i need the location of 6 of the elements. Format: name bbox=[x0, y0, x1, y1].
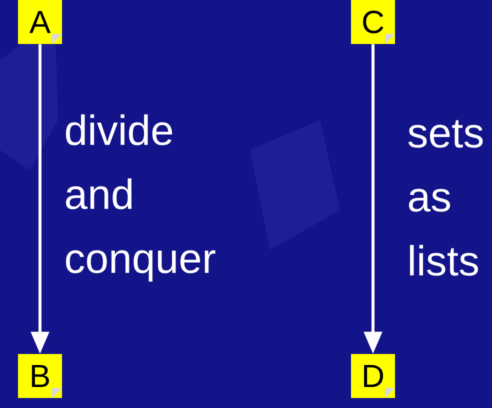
edge-label: divide and conquer bbox=[62, 112, 226, 284]
note-box: A bbox=[18, 0, 62, 44]
note-box: B bbox=[18, 354, 62, 398]
note-box: C bbox=[351, 0, 395, 44]
edge-label: sets as lists bbox=[405, 118, 490, 278]
note-box: D bbox=[351, 354, 395, 398]
